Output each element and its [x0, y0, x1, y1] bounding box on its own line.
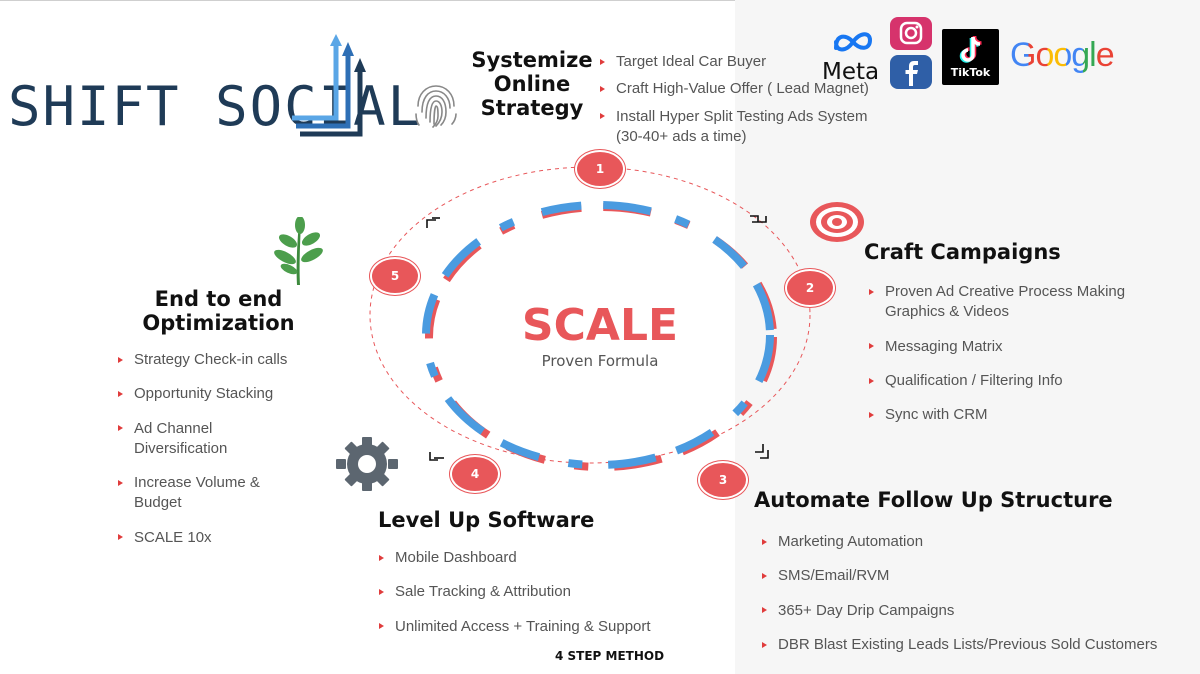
step-2-bullet: Proven Ad Creative Process Making Graphi… [867, 282, 1150, 323]
step-4-bullet: Mobile Dashboard [377, 548, 707, 568]
step-2-bullet: Messaging Matrix [867, 337, 1167, 357]
step-5-title-line-1: End to end [154, 287, 283, 311]
meta-infinity-icon [834, 32, 873, 52]
step-3-bullet: Marketing Automation [760, 532, 1190, 552]
google-logo: Google [1010, 36, 1115, 75]
step-4-title: Level Up Software [378, 508, 595, 532]
fingerprint-icon [415, 85, 457, 128]
facebook-icon [890, 55, 932, 89]
step-5-bullet: Opportunity Stacking [116, 384, 316, 404]
step-2-bullet: Qualification / Filtering Info [867, 371, 1167, 391]
tiktok-logo: TikTok [942, 29, 999, 85]
gear-icon [336, 437, 398, 491]
step-badge-3: 3 [700, 463, 746, 497]
step-5-bullet: Strategy Check-in calls [116, 350, 316, 370]
step-5-title-line-2: Optimization [142, 311, 295, 336]
step-3-bullets: Marketing Automation SMS/Email/RVM 365+ … [760, 532, 1190, 655]
step-5-bullet: Ad Channel Diversification [116, 419, 264, 460]
step-1-bullet: Install Hyper Split Testing Ads System (… [598, 107, 886, 148]
step-1-bullet: Target Ideal Car Buyer [598, 52, 898, 72]
step-3-title: Automate Follow Up Structure [754, 488, 1113, 512]
step-4-bullet: Sale Tracking & Attribution [377, 582, 707, 602]
right-background-panel [735, 0, 1200, 674]
step-badge-5: 5 [372, 259, 418, 293]
step-2-bullets: Proven Ad Creative Process Making Graphi… [867, 282, 1167, 425]
step-5-bullets: Strategy Check-in calls Opportunity Stac… [116, 350, 316, 548]
tiktok-note-icon [959, 35, 982, 63]
step-1-bullet: Craft High-Value Offer ( Lead Magnet) [598, 79, 898, 99]
step-5-title: End to end Optimization [126, 287, 311, 335]
step-4-bullet: Unlimited Access + Training & Support [377, 617, 707, 637]
step-2-bullet: Sync with CRM [867, 405, 1167, 425]
step-1-title: Systemize Online Strategy [470, 48, 594, 120]
step-badge-1: 1 [577, 152, 623, 186]
step-5-bullet: Increase Volume & Budget [116, 473, 294, 514]
target-icon [810, 202, 864, 242]
inner-segmented-ring [422, 201, 777, 471]
meta-label: Meta [822, 59, 880, 85]
step-1-title-line-1: Systemize [471, 48, 593, 72]
corner-marks [426, 215, 769, 461]
step-2-title: Craft Campaigns [864, 240, 1061, 264]
plant-icon [274, 217, 323, 285]
shift-social-logo: SHIFT SOCIAL [8, 34, 420, 139]
step-1-bullets: Target Ideal Car Buyer Craft High-Value … [598, 52, 898, 147]
step-4-bullets: Mobile Dashboard Sale Tracking & Attribu… [377, 548, 707, 637]
tiktok-label: TikTok [950, 66, 991, 79]
logo-wordmark: SHIFT SOCIAL [8, 75, 423, 138]
google-label: Google [1010, 36, 1115, 74]
meta-logo: Meta [822, 30, 884, 85]
step-3-bullet: DBR Blast Existing Leads Lists/Previous … [760, 635, 1190, 655]
step-3-bullet: SMS/Email/RVM [760, 566, 1190, 586]
step-3-bullet: 365+ Day Drip Campaigns [760, 601, 1190, 621]
step-5-bullet: SCALE 10x [116, 528, 316, 548]
center-title: SCALE [521, 300, 679, 351]
instagram-icon [890, 17, 932, 50]
top-divider [0, 0, 1200, 1]
step-badge-2: 2 [787, 271, 833, 305]
step-1-title-line-3: Strategy [480, 96, 584, 121]
step-1-title-line-2: Online [493, 72, 571, 97]
logo-arrows-icon [292, 34, 366, 137]
footer-label: 4 STEP METHOD [555, 649, 665, 663]
step-badge-4: 4 [452, 457, 498, 491]
center-subtitle: Proven Formula [541, 352, 659, 370]
